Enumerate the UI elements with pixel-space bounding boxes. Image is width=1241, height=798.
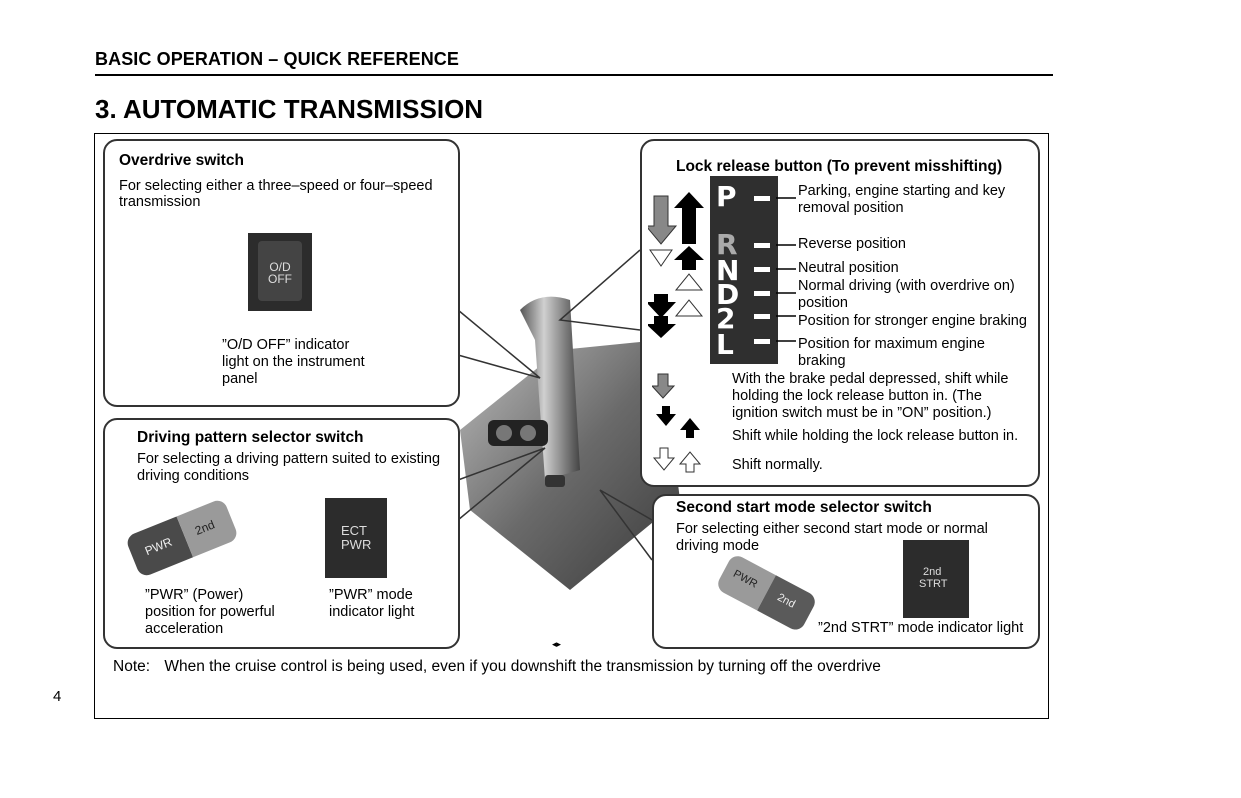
gear-l: L — [716, 328, 734, 361]
second-start-panel — [652, 494, 1040, 649]
gear-2: 2 — [716, 302, 736, 335]
legend-1-line-1: With the brake pedal depressed, shift wh… — [732, 371, 1009, 387]
svg-text:◂▸: ◂▸ — [552, 640, 562, 650]
2nd-strt-label-1: 2nd — [923, 566, 942, 578]
legend-white-down-icon — [652, 447, 676, 471]
section-header: BASIC OPERATION – QUICK REFERENCE — [95, 49, 460, 69]
legend-1-line-2: holding the lock release button in. (The — [732, 388, 982, 404]
second-title: Second start mode selector switch — [676, 499, 932, 516]
overdrive-title: Overdrive switch — [119, 152, 244, 169]
gear-n: N — [716, 254, 740, 287]
black-arrow-up-small-icon — [674, 246, 704, 270]
od-off-switch-photo: O/D OFF — [248, 233, 312, 311]
od-indicator-3: panel — [222, 371, 258, 387]
overdrive-desc-2: transmission — [119, 194, 201, 210]
lock-title: Lock release button (To prevent misshift… — [676, 158, 1003, 175]
pos-p-1: Parking, engine starting and key — [798, 183, 1006, 199]
second-desc-2: driving mode — [676, 538, 760, 554]
2nd-strt-caption: ”2nd STRT” mode indicator light — [818, 620, 1024, 636]
2nd-strt-indicator-photo: 2nd STRT — [903, 540, 969, 618]
pattern-title: Driving pattern selector switch — [137, 429, 364, 446]
white-arrow-up-icon — [674, 273, 704, 291]
legend-black-down-icon — [656, 406, 676, 426]
pwr-pos-3: acceleration — [145, 621, 224, 637]
figure-frame — [94, 133, 1049, 719]
shifter-illustration: ◂▸ — [460, 296, 680, 650]
shift-lever-shape — [520, 296, 580, 480]
legend-white-up-icon — [678, 451, 702, 473]
legend-icons — [652, 373, 702, 473]
overdrive-desc-1: For selecting either a three–speed or fo… — [119, 178, 433, 194]
ect-pwr-label: PWR — [341, 537, 372, 552]
pwr-mode-1: ”PWR” mode — [329, 587, 413, 603]
od-indicator-1: ”O/D OFF” indicator — [222, 337, 350, 353]
black-arrow-down-icon — [648, 294, 676, 318]
pos-d-1: Normal driving (with overdrive on) — [798, 278, 1015, 294]
pwr-mode-2: indicator light — [329, 604, 415, 620]
pwr-pos-2: position for powerful — [145, 604, 275, 620]
pos-l-1: Position for maximum engine — [798, 336, 985, 352]
pos-p-2: removal position — [798, 200, 904, 216]
gear-d: D — [716, 278, 740, 311]
2nd-strt-label-2: STRT — [919, 578, 948, 590]
note-line: Note: When the cruise control is being u… — [113, 658, 881, 676]
legend-black-up-icon — [680, 418, 700, 438]
page-title: 3. AUTOMATIC TRANSMISSION — [95, 94, 484, 124]
pattern-desc-1: For selecting a driving pattern suited t… — [137, 451, 441, 467]
gear-tick-lines — [776, 197, 796, 342]
gear-p: P — [716, 180, 737, 213]
legend-3: Shift normally. — [732, 457, 823, 473]
ect-pwr-indicator-photo: ECT PWR — [325, 498, 387, 578]
od-indicator-2: light on the instrument — [222, 354, 365, 370]
legend-gray-arrow-icon — [652, 373, 676, 399]
ect-label: ECT — [341, 523, 367, 538]
note-label: Note: — [113, 658, 151, 675]
gear-gate: P R N D 2 L — [710, 176, 778, 364]
shift-arrows-diagram — [648, 192, 704, 338]
black-arrow-up-icon — [674, 192, 704, 244]
pos-n: Neutral position — [798, 260, 899, 276]
pos-d-2: position — [798, 295, 848, 311]
od-switch-label-1: O/D — [269, 260, 291, 274]
pos-2: Position for stronger engine braking — [798, 313, 1027, 329]
legend-1-line-3: ignition switch must be in ”ON” position… — [732, 405, 992, 421]
pos-r: Reverse position — [798, 236, 906, 252]
lock-release-panel — [640, 139, 1040, 487]
page-number: 4 — [53, 688, 62, 705]
pos-l-2: braking — [798, 353, 846, 369]
gear-r: R — [716, 228, 738, 261]
second-desc-1: For selecting either second start mode o… — [676, 521, 988, 537]
pwr-pos-1: ”PWR” (Power) — [145, 587, 244, 603]
pattern-desc-2: driving conditions — [137, 468, 250, 484]
legend-2: Shift while holding the lock release but… — [732, 428, 1019, 444]
header-rule — [95, 74, 1053, 76]
gray-arrow-down-icon — [648, 195, 678, 245]
od-switch-label-2: OFF — [268, 272, 292, 286]
note-text: When the cruise control is being used, e… — [164, 658, 881, 675]
white-arrow-down-icon — [649, 249, 673, 267]
